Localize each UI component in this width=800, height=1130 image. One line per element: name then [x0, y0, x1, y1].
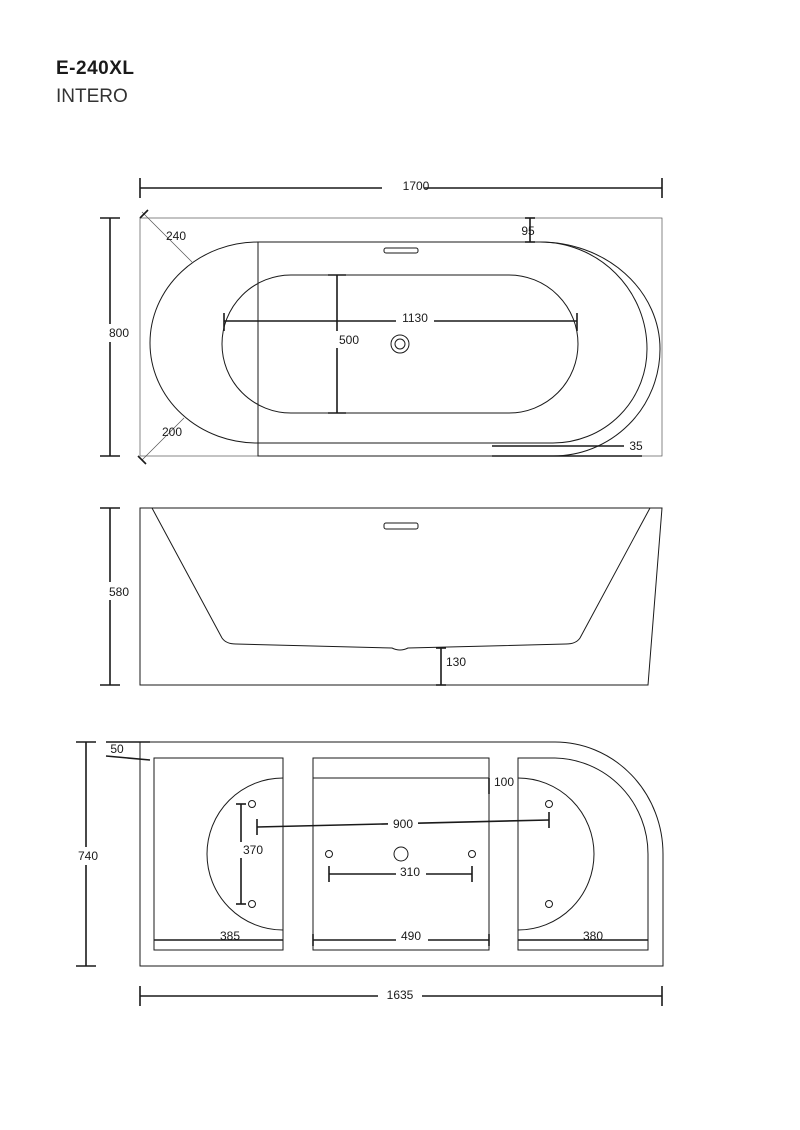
bottom-view: 740 50 100 900: [76, 741, 664, 1006]
foot-icon: [325, 850, 333, 858]
top-outer-rect: [139, 217, 663, 457]
label-corner-radius-top: 240: [166, 229, 186, 243]
label-corner-radius-bottom: 200: [162, 425, 182, 439]
foot-icon: [248, 900, 256, 908]
drain-icon: [390, 334, 410, 354]
label-inner-length: 1130: [402, 311, 428, 325]
label-base-height: 130: [446, 655, 466, 669]
overflow-icon: [383, 247, 419, 254]
foot-icon: [545, 900, 553, 908]
model-title: E-240XL: [56, 58, 135, 79]
side-outer-profile: [139, 507, 663, 686]
label-feet-short: 370: [243, 843, 263, 857]
label-center-section: 490: [401, 929, 421, 943]
label-left-section: 385: [220, 929, 240, 943]
label-rim-bottom: 35: [629, 439, 643, 453]
label-overall-width: 800: [109, 326, 129, 340]
right-section: [517, 757, 649, 951]
model-subtitle: INTERO: [56, 86, 128, 107]
foot-icon: [545, 800, 553, 808]
left-section: [153, 757, 284, 951]
label-feet-long: 900: [393, 817, 413, 831]
label-frame-width: 740: [78, 849, 98, 863]
label-center-offset: 100: [494, 775, 514, 789]
top-view: 1700 800 1130 500 240: [100, 178, 663, 465]
label-inner-width: 500: [339, 333, 359, 347]
label-overall-length: 1700: [403, 179, 430, 193]
center-section: [312, 757, 490, 951]
top-rim-outline: [149, 241, 648, 444]
label-bottom-length: 1635: [387, 988, 414, 1002]
label-right-section: 380: [583, 929, 603, 943]
label-rim-offset: 95: [521, 224, 535, 238]
side-overflow-icon: [383, 522, 419, 530]
side-view: 580 130: [100, 507, 663, 686]
top-inner-basin: [221, 274, 579, 414]
drain-icon: [393, 846, 409, 862]
header: E-240XL INTERO: [56, 58, 134, 108]
foot-icon: [248, 800, 256, 808]
bottom-outer-frame: [139, 741, 664, 967]
label-center-feet: 310: [400, 865, 420, 879]
side-inner-bowl: [151, 507, 651, 651]
foot-icon: [468, 850, 476, 858]
label-height: 580: [109, 585, 129, 599]
label-edge-offset: 50: [110, 742, 124, 756]
